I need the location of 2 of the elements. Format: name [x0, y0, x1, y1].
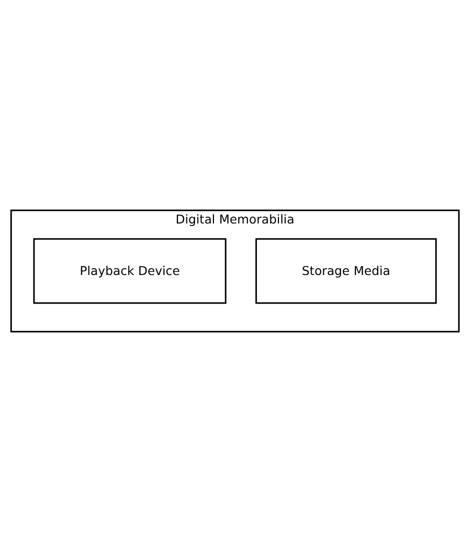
node-box: Storage Media — [254, 238, 436, 304]
node-box: Playback Device — [32, 238, 226, 304]
